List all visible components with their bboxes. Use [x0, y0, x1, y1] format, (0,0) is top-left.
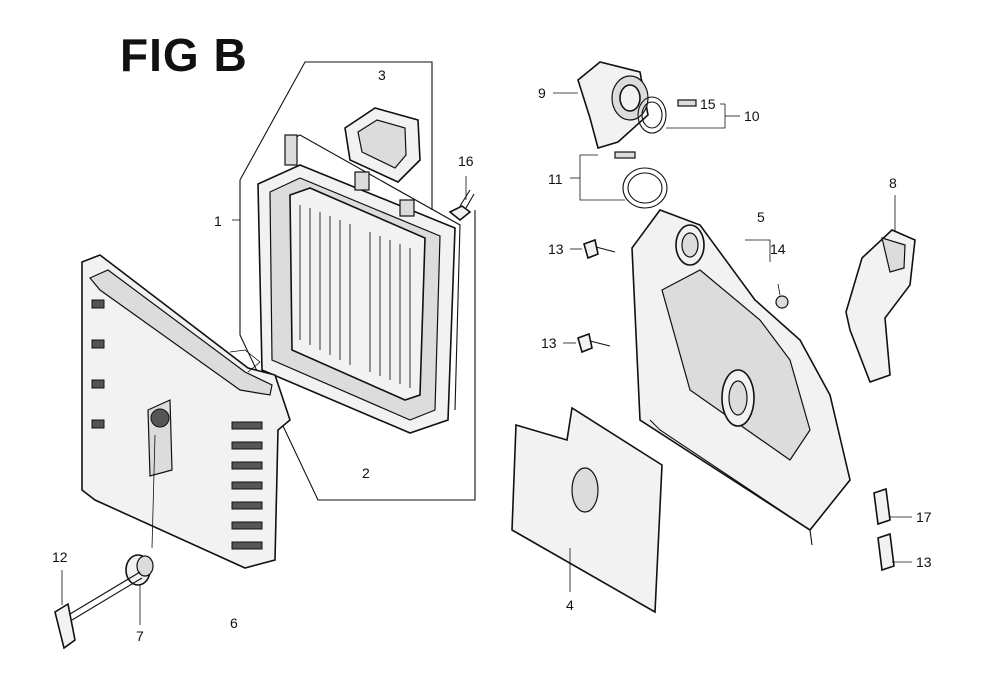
part-air-cleaner-cover [81, 254, 291, 569]
figure-title: FIG B [120, 29, 248, 81]
group-1-bracket [232, 61, 476, 501]
part-clamp-11 [570, 151, 668, 209]
part-gasket [344, 107, 421, 183]
part-intake-elbow [553, 61, 649, 150]
callout-15: 15 [700, 96, 716, 112]
callout-9: 9 [538, 85, 546, 101]
part-air-duct [845, 195, 916, 384]
callout-2: 2 [362, 465, 370, 481]
callout-labels: 1 2 3 4 5 6 7 8 9 10 11 12 13 13 13 14 1… [52, 67, 932, 644]
part-air-cleaner-case [631, 209, 851, 546]
callout-14: 14 [770, 241, 786, 257]
callout-13-c: 13 [916, 554, 932, 570]
callout-12: 12 [52, 549, 68, 565]
part-clamp-10 [637, 96, 740, 134]
callout-8: 8 [889, 175, 897, 191]
callout-17: 17 [916, 509, 932, 525]
callout-16: 16 [458, 153, 474, 169]
callout-4: 4 [566, 597, 574, 613]
part-knob [125, 434, 156, 625]
part-air-filter [257, 134, 461, 434]
callout-7: 7 [136, 628, 144, 644]
part-bolt-13 [563, 238, 912, 572]
callout-6: 6 [230, 615, 238, 631]
callout-13-a: 13 [548, 241, 564, 257]
callout-10: 10 [744, 108, 760, 124]
part-filter-sheet [511, 406, 663, 614]
callout-3: 3 [378, 67, 386, 83]
part-bolt-17 [873, 487, 912, 526]
part-bolt-16 [448, 176, 475, 222]
callout-5: 5 [757, 209, 765, 225]
callout-1: 1 [214, 213, 222, 229]
callout-11: 11 [548, 171, 563, 187]
part-stud-bolt [54, 570, 143, 650]
callout-13-b: 13 [541, 335, 557, 351]
